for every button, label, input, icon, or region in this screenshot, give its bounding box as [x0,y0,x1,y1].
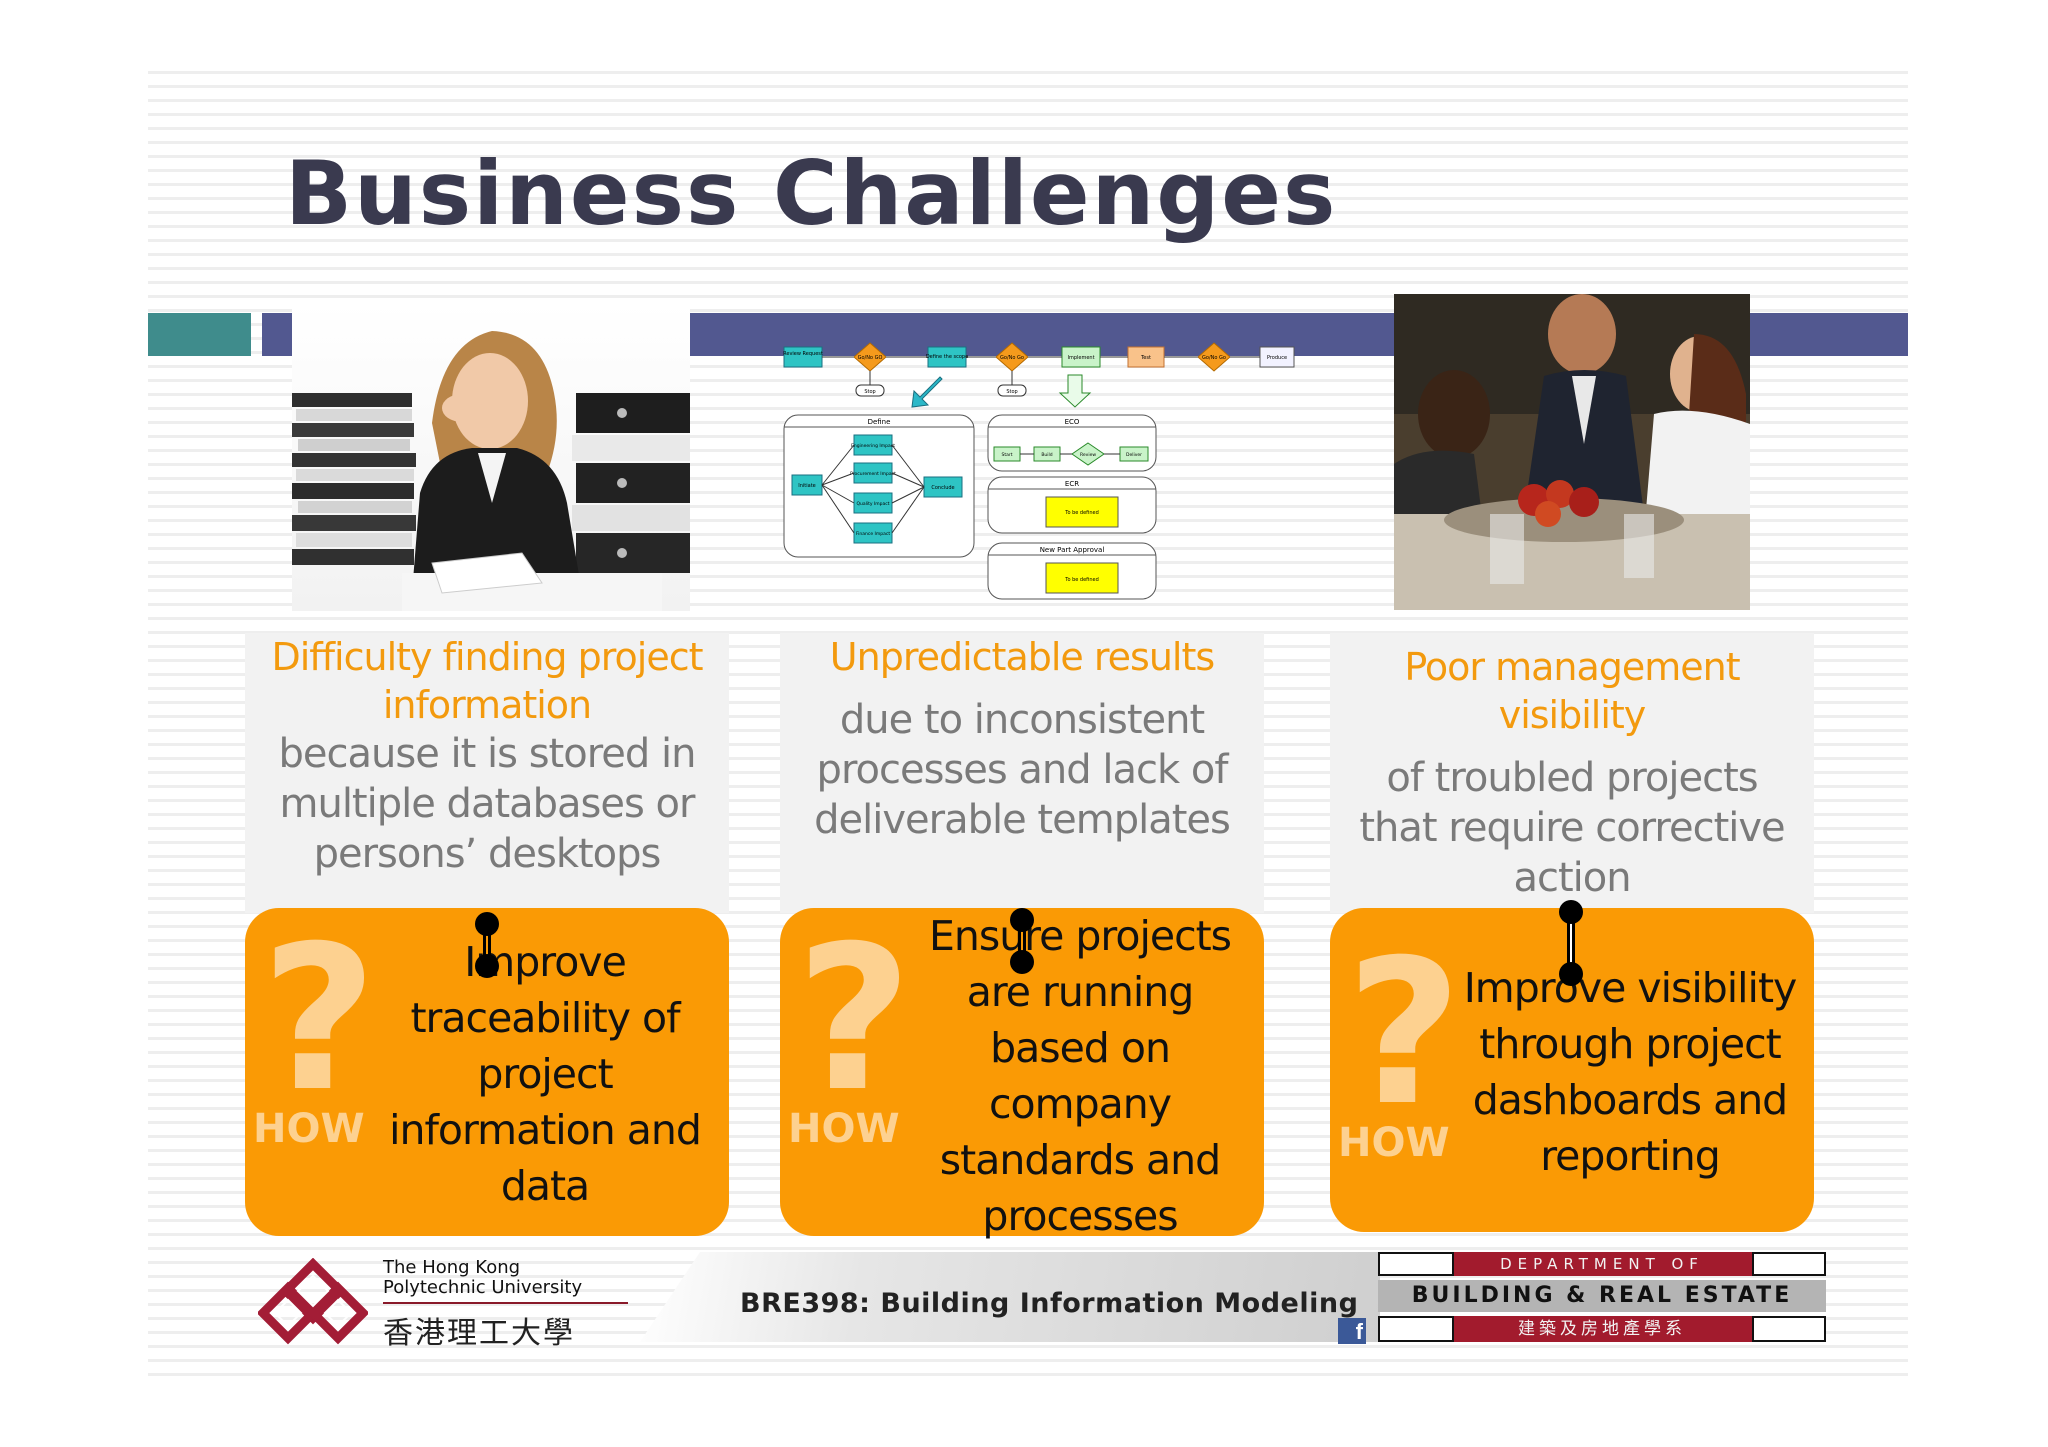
answer-1-line-1: Improve [464,938,627,986]
eco-step-start: Start [1002,452,1013,458]
answer-2-line-5: standards and [939,1136,1221,1184]
answer-1-line-2: traceability of [410,994,680,1042]
course-title: BRE398: Building Information Modeling [740,1288,1359,1319]
answer-3-line-3: dashboards and [1472,1076,1788,1124]
department-line-2: BUILDING & REAL ESTATE [1378,1280,1826,1312]
eco-step-review: Review [1080,452,1096,458]
connector-handle-3 [1559,900,1583,986]
flow-gate-2: Go/No Go [1000,355,1024,361]
challenge-3-headline-line-1: Poor management [1404,645,1740,689]
challenge-1-detail-line-3: persons’ desktops [313,831,662,877]
flow-step-review-request: Review Request [783,351,823,357]
answer-2-line-2: are running [966,968,1195,1016]
university-divider [383,1302,628,1304]
answer-3-line-1: Improve visibility [1463,964,1798,1012]
answer-2-line-3: based on [990,1024,1171,1072]
ecr-placeholder: To be defined [1064,510,1099,516]
flow-stop-1: Stop [864,389,875,395]
department-logo: DEPARTMENT OF BUILDING & REAL ESTATE 建築及… [1378,1252,1826,1344]
polyu-logo-icon [258,1258,368,1345]
eco-step-deliver: Deliver [1126,452,1142,458]
how-label: HOW [253,1106,365,1152]
challenge-panel-3: Poor management visibility of troubled p… [1330,633,1814,913]
footer-bar [640,1252,1380,1342]
flow-gate-3: Go/No Go [1202,355,1226,361]
question-mark-icon: ? [1346,917,1463,1150]
department-corner-block [1752,1316,1826,1342]
answer-1-line-5: data [500,1162,590,1210]
answer-1-line-4: information and [389,1106,702,1154]
ecr-box-title: ECR [1065,480,1079,488]
challenge-1-headline-line-2: information [382,683,592,727]
challenge-3-detail-line-1: of troubled projects [1386,755,1758,801]
challenge-3-detail-line-3: action [1513,855,1631,901]
answer-box-1: ? HOW Improve traceability of project in… [245,908,729,1236]
define-initiate: Initiate [798,483,815,489]
challenge-2-detail-line-3: deliverable templates [814,797,1231,843]
answer-3-line-2: through project [1479,1020,1781,1068]
flow-step-define-scope: Define the scope [926,354,968,360]
challenge-3-headline-line-2: visibility [1498,693,1647,737]
challenge-panel-1: Difficulty finding project information b… [245,633,729,913]
department-corner-block [1378,1252,1454,1276]
answer-2-line-1: Ensure projects [928,912,1232,960]
challenge-1-detail-line-2: multiple databases or [279,781,696,827]
answer-2-line-4: company [989,1080,1172,1128]
university-name-chinese: 香港理工大學 [383,1316,575,1351]
question-mark-icon: ? [261,903,378,1136]
answer-2-line-6: processes [982,1192,1178,1240]
define-box-title: Define [868,418,891,426]
flow-step-produce: Produce [1267,355,1287,361]
flow-step-test: Test [1140,355,1151,361]
answer-3-line-4: reporting [1540,1132,1721,1180]
process-flow-diagram: Review Request Go/No GO Define the scope… [780,335,1300,605]
challenge-panel-2: Unpredictable results due to inconsisten… [780,633,1264,913]
flow-stop-2: Stop [1006,389,1017,395]
challenge-2-detail-line-1: due to inconsistent [839,697,1205,743]
connector-handle-2 [1010,908,1034,974]
teal-accent-bar [148,313,251,356]
university-name-line-1: The Hong Kong [383,1257,521,1278]
define-impact-engineering: Engineering Impact [851,443,895,449]
challenge-2-detail-line-2: processes and lack of [816,747,1229,793]
answer-box-2: ? HOW Ensure projects are running based … [780,903,1264,1240]
challenge-2-headline-line-1: Unpredictable results [829,635,1215,679]
question-mark-icon: ? [796,903,913,1136]
define-impact-finance: Finance Impact [856,531,890,537]
department-corner-block [1378,1316,1454,1342]
how-label: HOW [1338,1120,1450,1166]
businesswoman-photo [292,303,690,611]
flow-step-implement: Implement [1067,355,1094,361]
define-impact-quality: Quality Impact [856,501,889,507]
eco-step-build: Build [1041,452,1052,458]
npa-placeholder: To be defined [1064,577,1099,583]
connector-handle-1 [475,912,499,978]
how-label: HOW [788,1106,900,1152]
challenge-1-headline-line-1: Difficulty finding project [271,635,703,679]
npa-box-title: New Part Approval [1040,546,1105,554]
facebook-icon[interactable]: f [1338,1318,1366,1344]
university-name-english: The Hong Kong Polytechnic University [383,1258,582,1298]
challenge-1-detail-line-1: because it is stored in [278,731,697,777]
define-impact-procurement: Procurement Impact [850,471,896,477]
define-conclude: Conclude [931,485,954,491]
slide-title: Business Challenges [285,142,1338,245]
answer-1-line-3: project [477,1050,613,1098]
department-corner-block [1752,1252,1826,1276]
university-name-line-2: Polytechnic University [383,1277,583,1298]
eco-box-title: ECO [1065,418,1080,426]
challenge-3-detail-line-2: that require corrective [1359,805,1785,851]
flow-gate-1: Go/No GO [858,355,883,361]
business-meeting-photo [1394,294,1750,610]
